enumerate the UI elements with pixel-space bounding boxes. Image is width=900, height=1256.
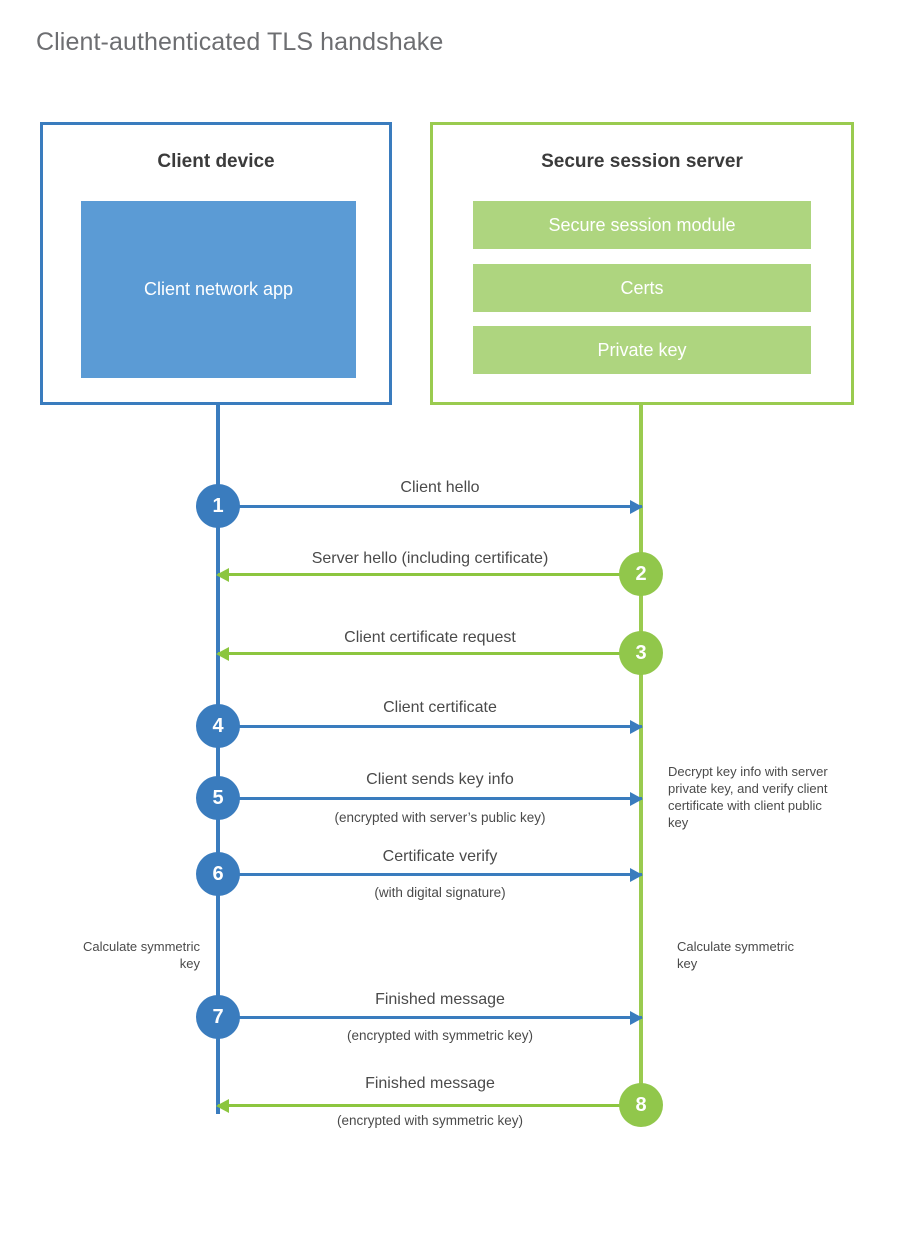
server-component-secure-session-module: Secure session module <box>473 201 811 249</box>
step-7-arrow-line <box>218 1016 642 1019</box>
step-8-circle: 8 <box>619 1083 663 1127</box>
client-lifeline <box>216 402 220 1114</box>
server-decrypt-note: Decrypt key info with server private key… <box>668 764 828 830</box>
secure-session-server-title: Secure session server <box>541 151 743 172</box>
step-5-label: Client sends key info <box>366 771 514 788</box>
step-6-label: Certificate verify <box>382 848 498 865</box>
step-8-arrow-head-icon <box>216 1098 229 1113</box>
step-6-sublabel: (with digital signature) <box>374 885 506 900</box>
step-5-sublabel: (encrypted with server’s public key) <box>334 810 546 825</box>
client-calculate-symmetric-key-note: Calculate symmetric key <box>82 939 200 971</box>
step-6-circle: 6 <box>196 852 240 896</box>
step-4-circle: 4 <box>196 704 240 748</box>
secure-session-server-box: Secure session server Secure session mod… <box>430 122 854 405</box>
step-7-arrow-head-icon <box>630 1010 643 1025</box>
step-1-arrow-line <box>218 505 642 508</box>
step-2-label: Server hello (including certificate) <box>311 550 549 567</box>
step-3-label: Client certificate request <box>344 629 516 646</box>
step-2-arrow-line <box>218 573 642 576</box>
step-5-circle: 5 <box>196 776 240 820</box>
step-1-arrow-head-icon <box>630 499 643 514</box>
step-4-arrow-head-icon <box>630 719 643 734</box>
step-2-arrow-head-icon <box>216 567 229 582</box>
server-calculate-symmetric-key-note: Calculate symmetric key <box>677 939 795 971</box>
server-lifeline <box>639 402 643 1105</box>
server-component-certs: Certs <box>473 264 811 312</box>
client-device-title: Client device <box>157 151 275 172</box>
client-device-box: Client device Client network app <box>40 122 392 405</box>
step-8-sublabel: (encrypted with symmetric key) <box>336 1113 524 1128</box>
step-7-label: Finished message <box>375 991 505 1008</box>
step-8-label: Finished message <box>365 1075 495 1092</box>
step-4-arrow-line <box>218 725 642 728</box>
step-5-arrow-head-icon <box>630 791 643 806</box>
step-3-arrow-line <box>218 652 642 655</box>
step-7-sublabel: (encrypted with symmetric key) <box>346 1028 534 1043</box>
step-3-arrow-head-icon <box>216 646 229 661</box>
step-6-arrow-head-icon <box>630 867 643 882</box>
step-5-arrow-line <box>218 797 642 800</box>
step-2-circle: 2 <box>619 552 663 596</box>
client-network-app-block: Client network app <box>81 201 356 378</box>
step-4-label: Client certificate <box>383 699 497 716</box>
step-3-circle: 3 <box>619 631 663 675</box>
page-title: Client-authenticated TLS handshake <box>36 28 444 56</box>
step-7-circle: 7 <box>196 995 240 1039</box>
step-1-circle: 1 <box>196 484 240 528</box>
server-component-private-key: Private key <box>473 326 811 374</box>
step-8-arrow-line <box>218 1104 642 1107</box>
step-6-arrow-line <box>218 873 642 876</box>
step-1-label: Client hello <box>400 479 480 496</box>
